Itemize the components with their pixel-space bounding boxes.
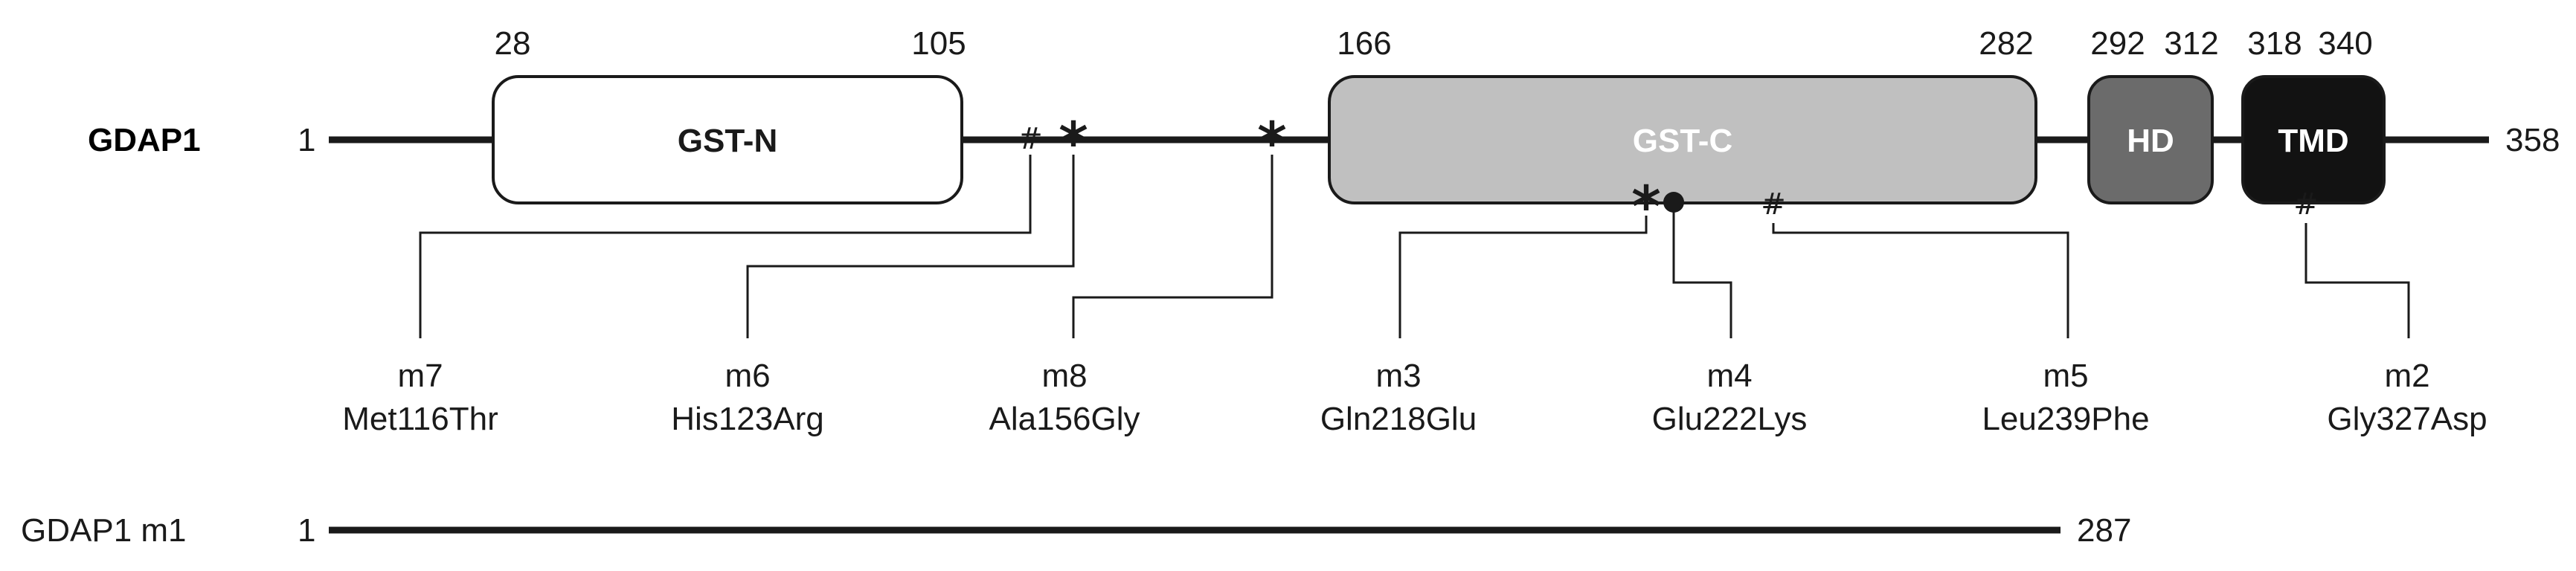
domain-gst-n-label: GST-N xyxy=(678,123,777,159)
domain-tmd: TMD 318 340 xyxy=(2241,25,2386,204)
leader-m7 xyxy=(419,155,1032,338)
truncated-name: GDAP1 m1 xyxy=(21,512,187,549)
hash-marker-m7: # xyxy=(1018,122,1043,156)
leader-m5 xyxy=(1772,223,2069,338)
gdap1-m1-track: GDAP1 m1 1 287 xyxy=(21,512,2131,549)
domain-hd-start: 292 xyxy=(2090,25,2145,62)
domain-hd-label: HD xyxy=(2127,123,2174,159)
leader-m3 xyxy=(1398,216,1648,338)
domain-tmd-end: 340 xyxy=(2318,25,2372,62)
domain-gst-c-start: 166 xyxy=(1337,25,1391,62)
mutation-m4-change: Glu222Lys xyxy=(1652,401,1808,437)
domain-gst-c-label: GST-C xyxy=(1633,123,1732,159)
domain-tmd-label: TMD xyxy=(2278,123,2348,159)
mutation-m7-change: Met116Thr xyxy=(342,401,498,437)
domain-gst-n-box xyxy=(492,75,963,204)
protein-end: 358 xyxy=(2505,122,2560,158)
mutation-markers: # * * * # # xyxy=(1018,109,2319,239)
mutation-m8-name: m8 xyxy=(1041,358,1087,394)
mutation-m3-change: Gln218Glu xyxy=(1320,401,1477,437)
mutation-leaders xyxy=(419,155,2410,338)
truncated-end: 287 xyxy=(2077,512,2131,549)
mutation-m5-change: Leu239Phe xyxy=(1982,401,2149,437)
mutation-m6-change: His123Arg xyxy=(671,401,823,437)
mutation-m8-change: Ala156Gly xyxy=(989,401,1140,437)
leader-m8 xyxy=(1072,155,1273,338)
mutation-labels: m7 Met116Thr m6 His123Arg m8 Ala156Gly m… xyxy=(342,358,2487,437)
domain-gst-c: GST-C 166 282 xyxy=(1328,25,2037,204)
mutation-m5-name: m5 xyxy=(2043,358,2088,394)
domain-hd-box xyxy=(2087,75,2214,204)
hash-marker-m2: # xyxy=(2293,187,2319,222)
domain-tmd-start: 318 xyxy=(2247,25,2302,62)
leader-m6 xyxy=(746,155,1075,338)
domain-gst-n-end: 105 xyxy=(911,25,966,62)
leader-m4 xyxy=(1672,211,1732,338)
leader-m2 xyxy=(2304,223,2410,338)
domain-tmd-box xyxy=(2241,75,2386,204)
mutation-m4-name: m4 xyxy=(1706,358,1752,394)
mutation-m3-name: m3 xyxy=(1375,358,1421,394)
protein-start: 1 xyxy=(298,122,315,158)
mutation-m7-name: m7 xyxy=(397,358,443,394)
hash-marker-m5: # xyxy=(1761,187,1786,222)
domain-gst-n-start: 28 xyxy=(495,25,531,62)
mutation-m2-change: Gly327Asp xyxy=(2327,401,2487,437)
domain-gst-n: GST-N 28 105 xyxy=(492,25,966,204)
protein-name: GDAP1 xyxy=(88,122,201,158)
domain-hd: HD 292 312 xyxy=(2087,25,2219,204)
mutation-m6-name: m6 xyxy=(725,358,770,394)
domain-hd-end: 312 xyxy=(2164,25,2218,62)
dot-marker-m4 xyxy=(1663,192,1684,213)
truncated-start: 1 xyxy=(298,512,315,549)
mutation-m2-name: m2 xyxy=(2384,358,2429,394)
domain-gst-c-end: 282 xyxy=(1979,25,2033,62)
